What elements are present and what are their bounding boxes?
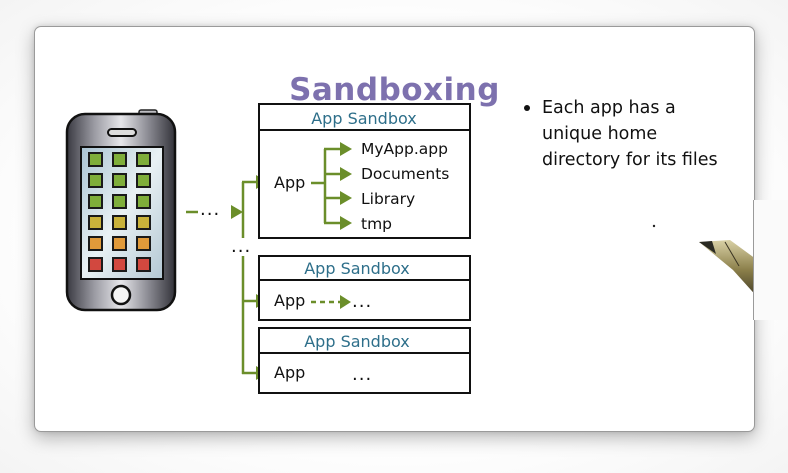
smartphone-icon: [65, 109, 177, 312]
sandbox-header: App Sandbox: [304, 259, 410, 278]
pen-ring: [724, 241, 740, 267]
sandbox-box-3: App Sandbox App ...: [258, 327, 471, 394]
app-icon-green: [88, 152, 103, 167]
stray-dot: [652, 224, 656, 228]
pen-body: [699, 240, 760, 300]
app-icon-green: [112, 152, 127, 167]
app-icon-orange: [112, 236, 127, 251]
app-icon-green: [112, 194, 127, 209]
pen-tip: [699, 241, 716, 254]
app-icon-yellow: [88, 215, 103, 230]
app-label: App: [274, 173, 305, 192]
sandbox-header: App Sandbox: [304, 332, 410, 351]
child-branch-arrowhead: [340, 191, 352, 205]
child-branch-arrowhead: [340, 142, 352, 156]
app-icon-green: [136, 173, 151, 188]
child-branch-arrowhead: [340, 167, 352, 181]
child-folder-myapp: MyApp.app: [361, 140, 448, 158]
app-icon-green: [112, 173, 127, 188]
app-label: App: [274, 363, 305, 382]
app-icon-yellow: [136, 215, 151, 230]
phone-home-button: [110, 284, 132, 306]
phone-speaker: [107, 128, 137, 137]
sandbox-box-1: App Sandbox App MyApp.app Documents Libr…: [258, 103, 471, 239]
app-icon-green: [136, 152, 151, 167]
app-icon-red: [88, 257, 103, 272]
app-icon-green: [88, 194, 103, 209]
stylus-pen-icon: [699, 240, 760, 300]
app-icon-green: [136, 194, 151, 209]
continuation-ellipsis: ...: [352, 291, 372, 312]
bullet-item: Each app has a unique home directory for…: [542, 98, 718, 170]
child-folder-documents: Documents: [361, 165, 449, 183]
child-folder-tmp: tmp: [361, 215, 392, 233]
app-icon-orange: [136, 236, 151, 251]
slide-title: Sandboxing: [289, 72, 500, 108]
app-icon-red: [136, 257, 151, 272]
between-sandboxes-ellipsis: ...: [231, 236, 251, 257]
app-label: App: [274, 291, 305, 310]
phone-to-tree-connector: ...: [186, 199, 243, 220]
connector-ellipsis: ...: [200, 199, 220, 220]
sandbox-frame: [258, 327, 471, 394]
connector-arrowhead: [231, 205, 243, 219]
continuation-ellipsis: ...: [352, 364, 372, 385]
sandbox-header: App Sandbox: [311, 109, 417, 128]
bullet-point-icon: [524, 105, 530, 111]
child-folder-library: Library: [361, 190, 415, 208]
child-branch-arrowhead: [340, 216, 352, 230]
card-edge-mask: [754, 200, 788, 320]
app-icon-red: [112, 257, 127, 272]
app-icon-green: [88, 173, 103, 188]
sandbox-frame: [258, 103, 471, 239]
app-icon-yellow: [112, 215, 127, 230]
children-branches: [324, 142, 352, 230]
sandbox-frame: [258, 255, 471, 321]
sandbox-box-2: App Sandbox App ...: [258, 255, 471, 321]
app-icon-grid: [88, 152, 151, 272]
dashed-arrowhead: [340, 295, 351, 309]
app-icon-orange: [88, 236, 103, 251]
